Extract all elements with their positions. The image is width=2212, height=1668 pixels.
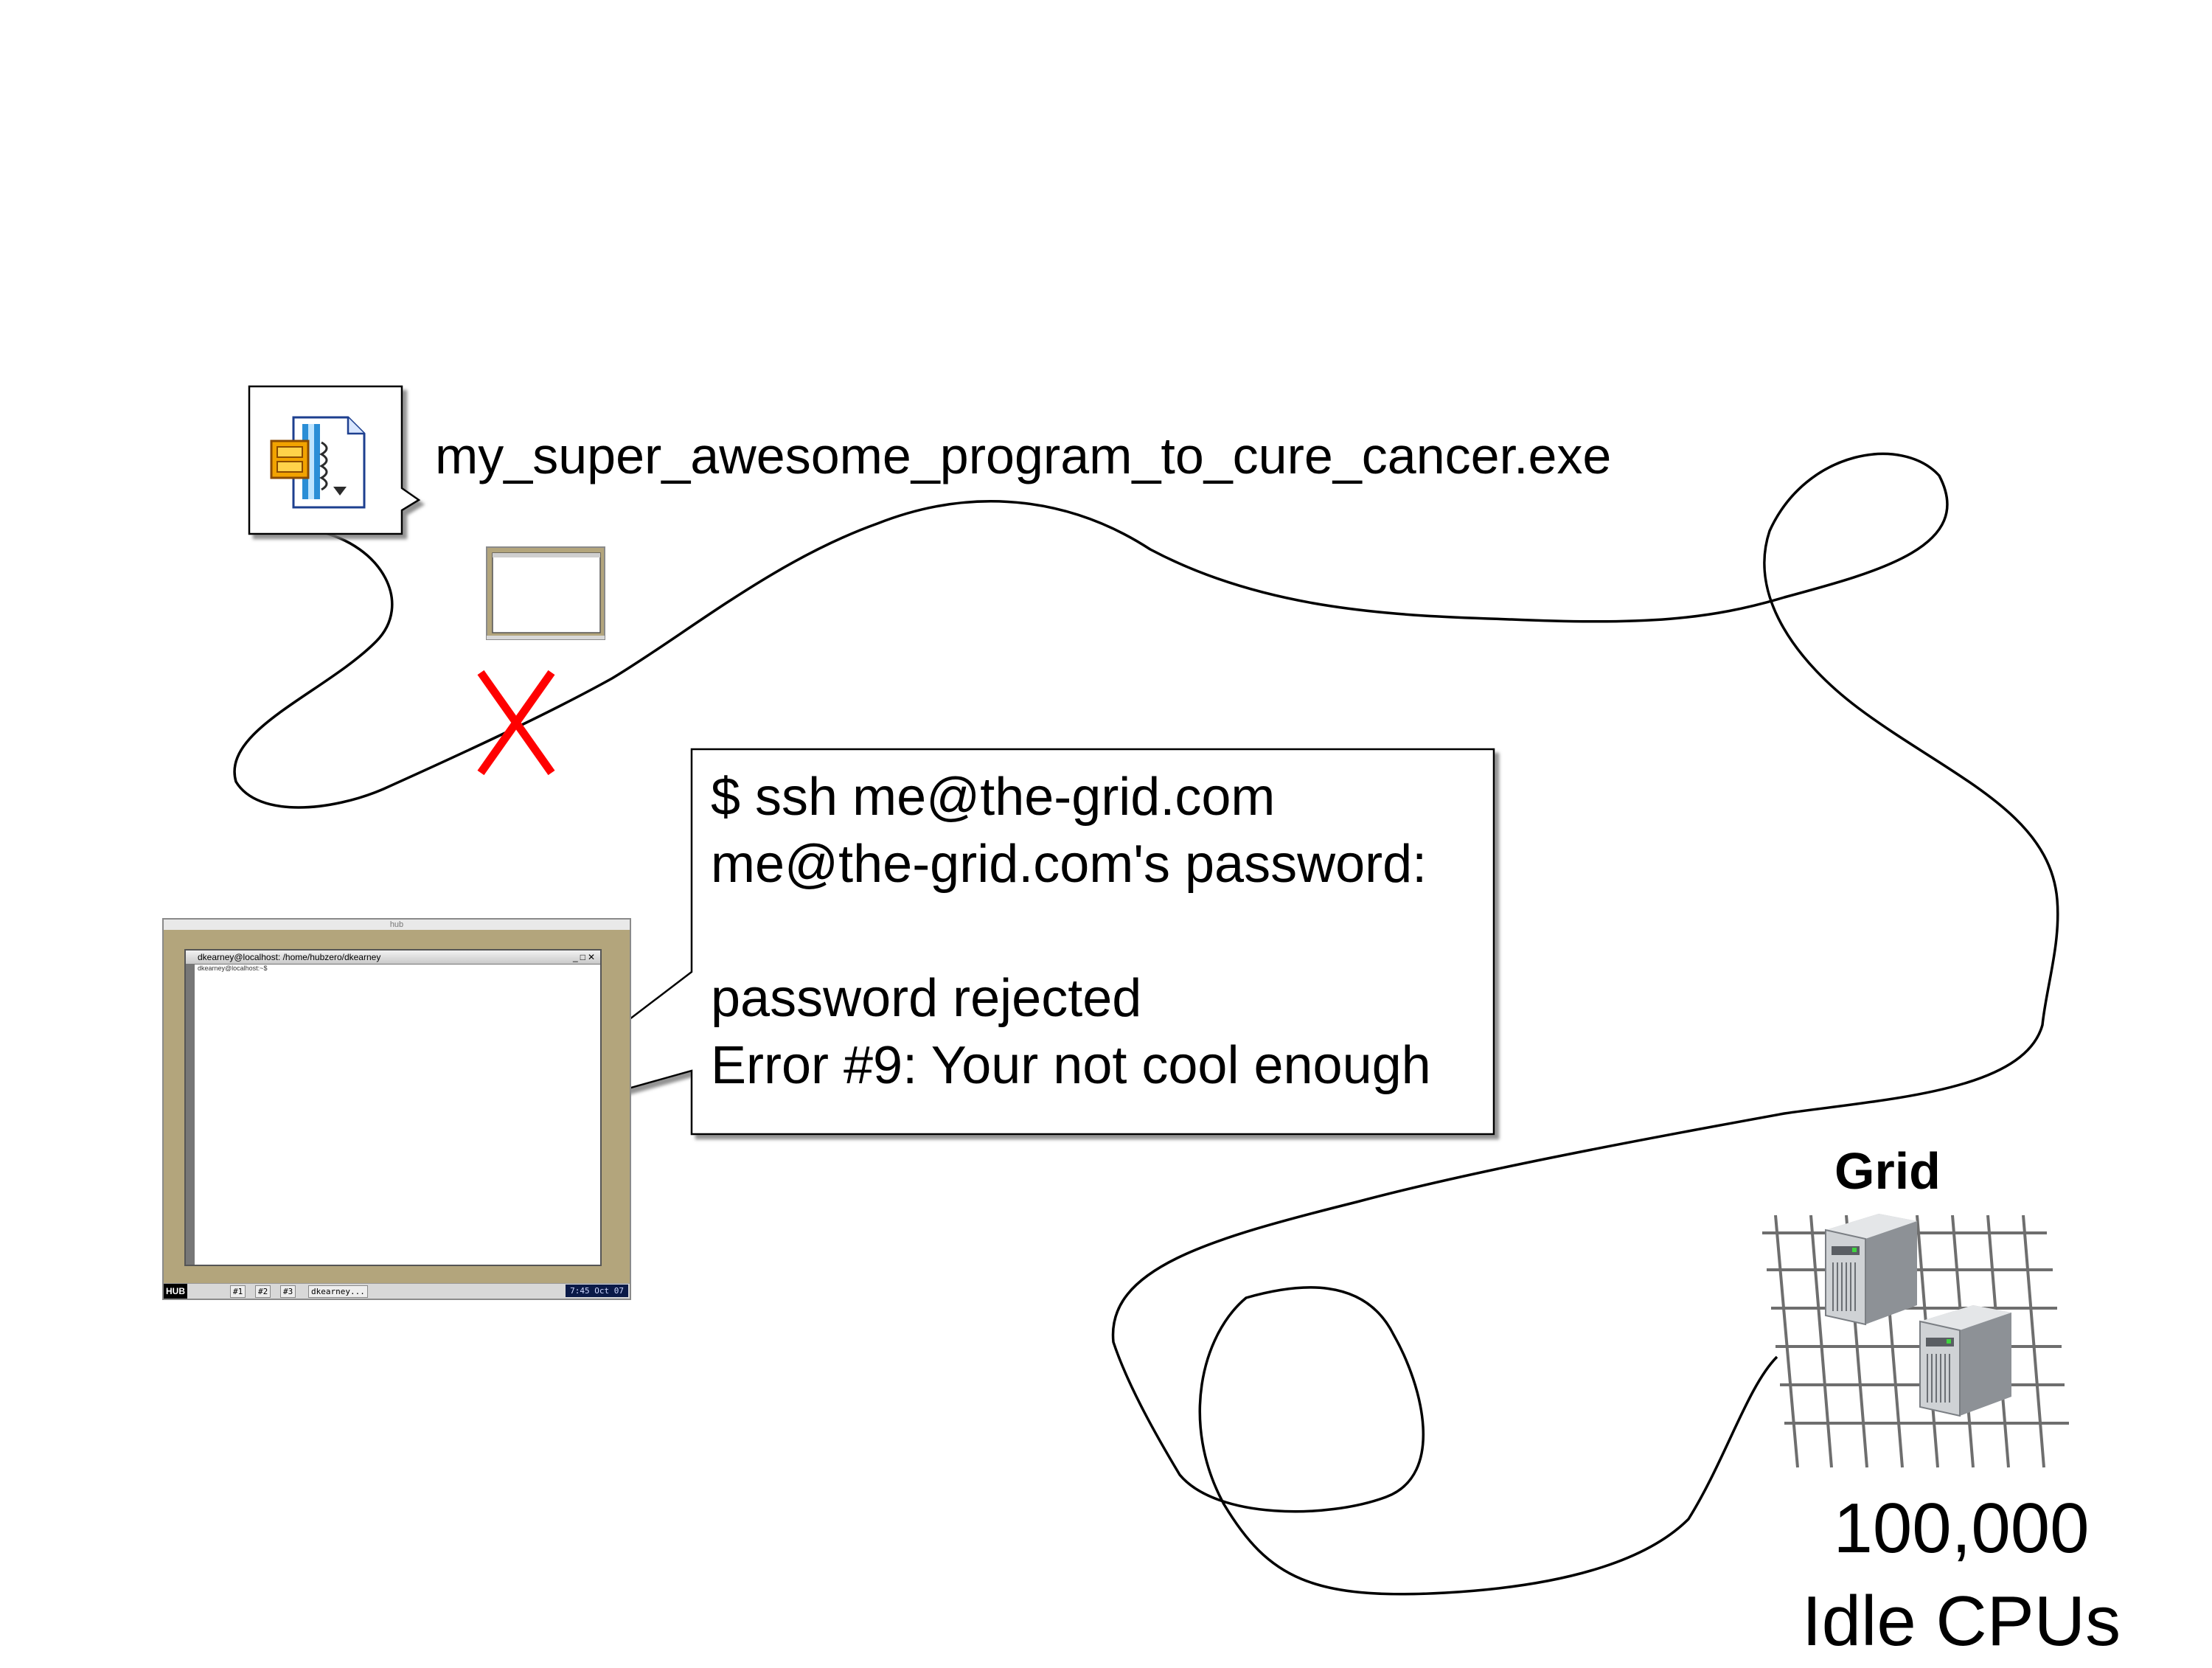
server-grid-icon xyxy=(1762,1214,2069,1468)
callout-line: $ ssh me@the-grid.com xyxy=(711,768,1276,827)
desktop-screenshot: hub dkearney@localhost: /home/hubzero/dk… xyxy=(162,918,631,1300)
failure-cross-icon xyxy=(477,670,555,776)
callout-line: password rejected xyxy=(711,969,1142,1028)
workspace-1: #1 xyxy=(230,1285,246,1298)
callout-line: Error #9: Your not cool enough xyxy=(711,1036,1431,1095)
grid-title: Grid xyxy=(1834,1142,1941,1200)
taskbar: HUB #1 #2 #3 dkearney... 7:45 Oct 07 xyxy=(164,1283,630,1299)
workspace-2: #2 xyxy=(255,1285,271,1298)
taskbar-clock: 7:45 Oct 07 xyxy=(566,1285,628,1297)
small-terminal-thumbnail xyxy=(486,546,605,640)
program-filename: my_super_awesome_program_to_cure_cancer.… xyxy=(435,427,1612,484)
callout-line: me@the-grid.com's password: xyxy=(711,835,1427,894)
terminal-title: dkearney@localhost: /home/hubzero/dkearn… xyxy=(198,952,381,962)
terminal-titlebar: dkearney@localhost: /home/hubzero/dkearn… xyxy=(186,951,600,965)
terminal-prompt: dkearney@localhost:~$ xyxy=(198,965,268,972)
compressed-executable-file-icon xyxy=(270,416,366,509)
maximize-icon: □ xyxy=(580,952,588,962)
cpu-count-value: 100,000 xyxy=(1833,1489,2090,1568)
close-icon: ✕ xyxy=(587,952,597,962)
desktop-top-title: hub xyxy=(164,920,630,930)
window-controls: _□✕ xyxy=(573,951,597,964)
minimize-icon: _ xyxy=(573,952,580,962)
error-speech-callout xyxy=(486,748,1495,1136)
terminal-scrollbar xyxy=(186,964,195,1265)
taskbar-task: dkearney... xyxy=(308,1285,368,1298)
workspace-3: #3 xyxy=(280,1285,296,1298)
terminal-window: dkearney@localhost: /home/hubzero/dkearn… xyxy=(184,949,602,1266)
cpu-count-label: Idle CPUs xyxy=(1801,1582,2121,1661)
ssh-session-text: $ ssh me@the-grid.com me@the-grid.com's … xyxy=(711,764,1431,1099)
hub-logo: HUB xyxy=(164,1284,187,1299)
idle-cpu-caption: 100,000 Idle CPUs xyxy=(1799,1482,2124,1668)
tangled-connection-path xyxy=(233,452,2059,1596)
